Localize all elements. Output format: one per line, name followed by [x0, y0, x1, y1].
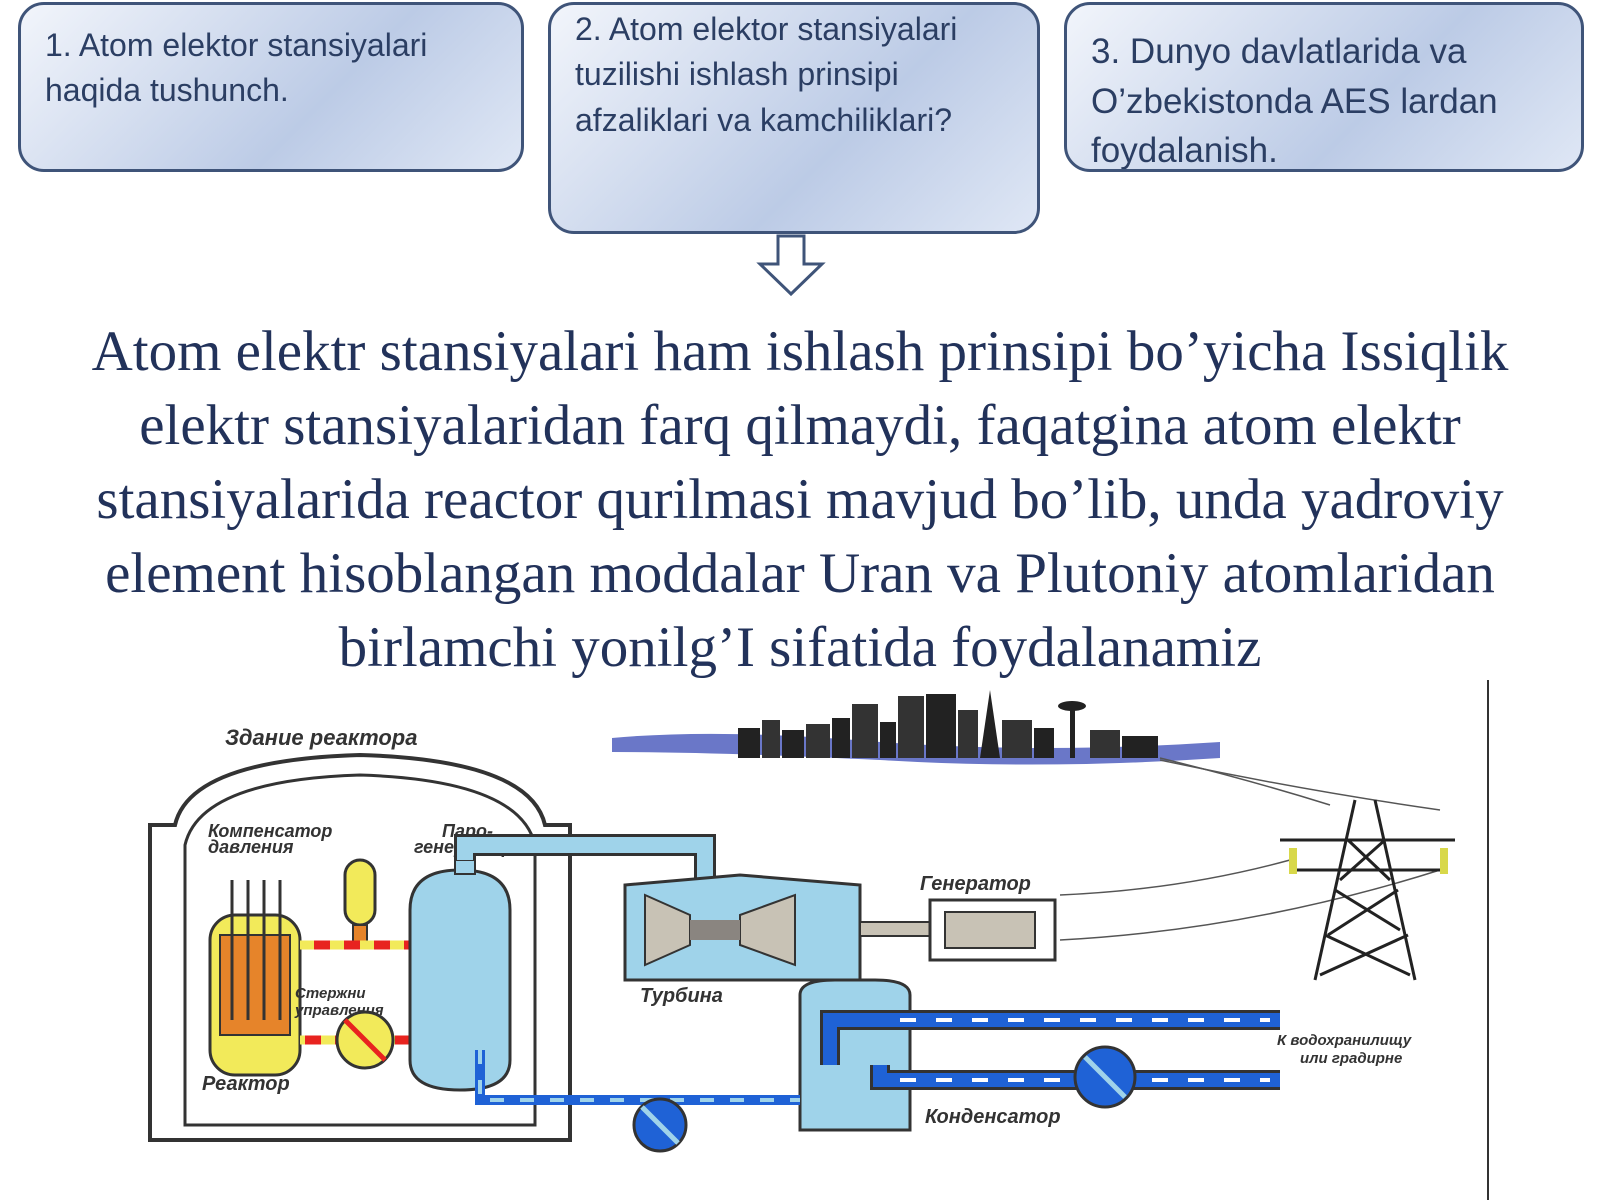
condenser: [798, 978, 912, 1132]
label-reservoir-1: К водохранилищу: [1277, 1032, 1412, 1049]
transmission-tower-icon: [1280, 799, 1455, 981]
topic-box-3: 3. Dunyo davlatlarida va O’zbekistonda A…: [1064, 2, 1584, 172]
down-arrow-icon: [756, 234, 826, 297]
steam-generator: [408, 859, 512, 1092]
label-reservoir-2: или градирне: [1300, 1050, 1402, 1067]
label-pressurizer-2: давления: [208, 837, 294, 857]
label-pressurizer-1: Компенсатор: [208, 821, 332, 841]
label-control-rods-1: Стержни: [295, 985, 366, 1002]
label-turbine: Турбина: [640, 985, 723, 1007]
generator: [928, 898, 1057, 962]
turbine: [623, 873, 862, 982]
topic-box-1: 1. Atom elektor stansiyalari haqida tush…: [18, 2, 524, 172]
topic-2-text: 2. Atom elektor stansiyalari tuzilishi i…: [575, 11, 958, 138]
nuclear-plant-diagram: Здание реактора Компенсатор давления Пар…: [148, 680, 1489, 1200]
city-skyline: [612, 690, 1220, 765]
main-paragraph: Atom elektr stansiyalari ham ishlash pri…: [91, 320, 1509, 679]
topic-3-text: 3. Dunyo davlatlarida va O’zbekistonda A…: [1091, 32, 1498, 171]
topic-1-text: 1. Atom elektor stansiyalari haqida tush…: [45, 27, 428, 109]
label-reactor-building: Здание реактора: [225, 725, 417, 750]
topic-box-2: 2. Atom elektor stansiyalari tuzilishi i…: [548, 2, 1040, 234]
reactor-vessel: [208, 880, 302, 1077]
label-reactor: Реактор: [202, 1073, 290, 1095]
label-generator: Генератор: [920, 873, 1031, 895]
label-condenser: Конденсатор: [925, 1106, 1061, 1128]
